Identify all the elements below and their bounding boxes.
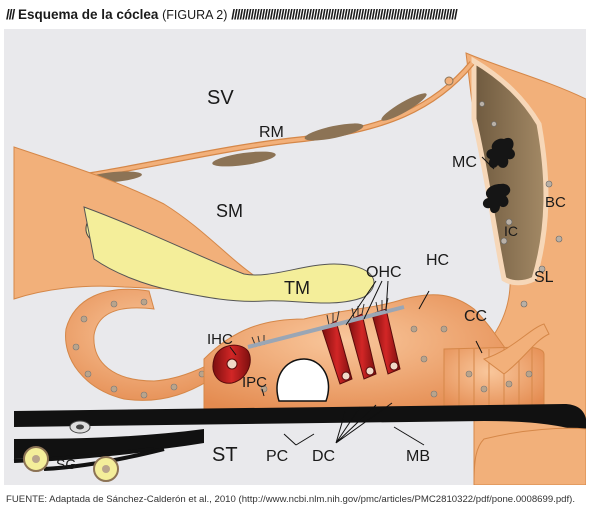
label-dc: DC — [312, 448, 335, 465]
label-hc: HC — [426, 252, 449, 269]
label-sg: SG — [56, 456, 76, 472]
label-tm: TM — [284, 278, 310, 298]
cochlea-diagram: SV RM SM MC BC IC HC OHC TM SL CC IHC IP… — [4, 29, 586, 485]
label-mb: MB — [406, 448, 430, 465]
label-sm: SM — [216, 201, 243, 221]
label-rm: RM — [259, 124, 284, 141]
figure-number: (FIGURA 2) — [162, 8, 227, 22]
header-suffix: ////////////////////////////////////////… — [231, 7, 457, 22]
label-cc: CC — [464, 308, 487, 325]
label-ihc: IHC — [207, 331, 233, 348]
reissner-membrane — [14, 63, 472, 184]
label-sv: SV — [207, 87, 234, 109]
label-pc: PC — [266, 448, 288, 465]
label-ipc: IPC — [242, 374, 267, 391]
label-mc: MC — [452, 154, 477, 171]
figure-header: /// Esquema de la cóclea (FIGURA 2) ////… — [6, 6, 586, 24]
label-ohc: OHC — [366, 264, 402, 281]
source-footer: FUENTE: Adaptada de Sánchez-Calderón et … — [6, 494, 588, 505]
label-st: ST — [212, 444, 238, 466]
cochlea-svg: SV RM SM MC BC IC HC OHC TM SL CC IHC IP… — [4, 29, 586, 485]
figure-title: Esquema de la cóclea — [18, 7, 158, 22]
header-prefix: /// — [6, 7, 14, 22]
label-sl: SL — [534, 269, 554, 286]
ihc-nucleus — [227, 359, 237, 369]
label-ic: IC — [504, 223, 518, 239]
label-bc: BC — [545, 194, 566, 211]
